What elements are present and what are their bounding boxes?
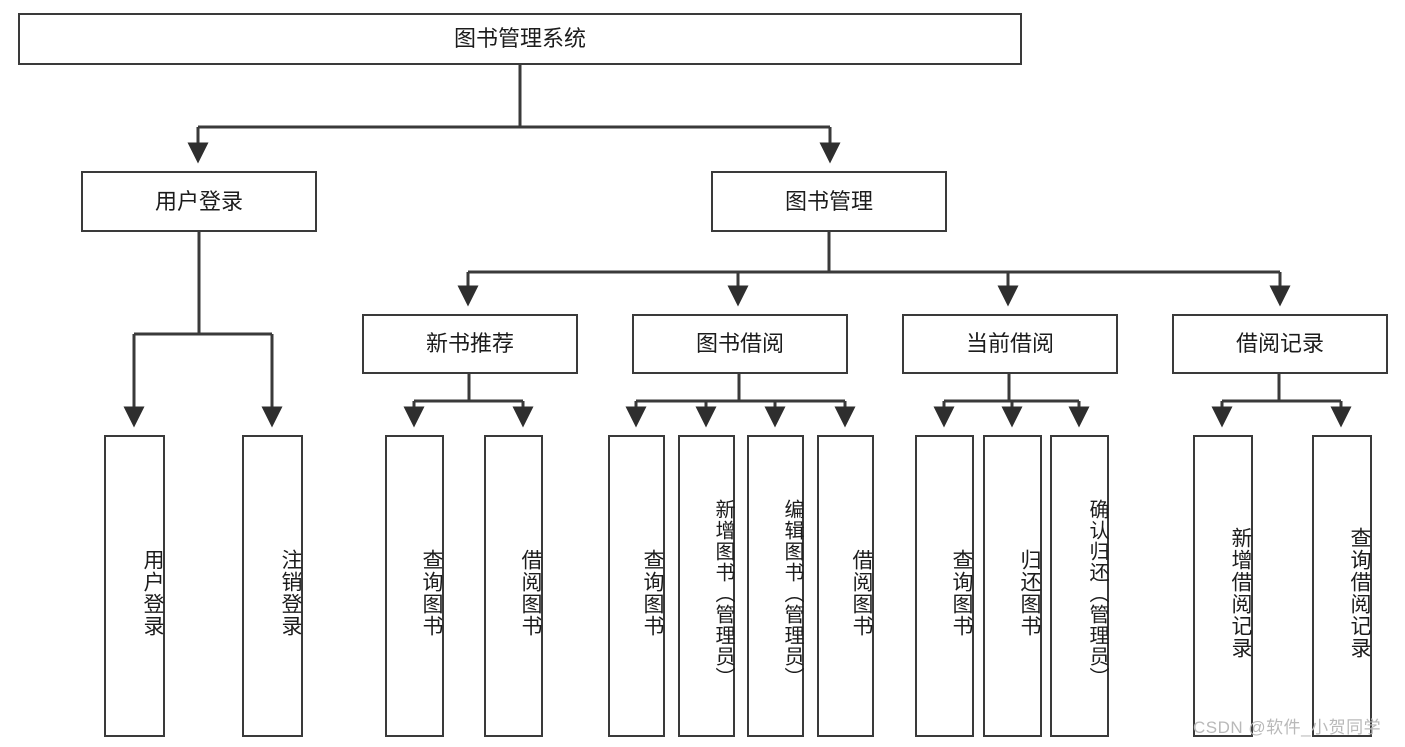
node-leaf-query-book-1[interactable]: 查询图书 <box>385 435 444 737</box>
node-leaf-query-record[interactable]: 查询借阅记录 <box>1312 435 1372 737</box>
node-book-management[interactable]: 图书管理 <box>711 171 947 232</box>
node-leaf-query-book-2[interactable]: 查询图书 <box>608 435 665 737</box>
node-leaf-return-book[interactable]: 归还图书 <box>983 435 1042 737</box>
node-leaf-edit-book[interactable]: 编辑图书（管理员） <box>747 435 804 737</box>
node-leaf-user-login[interactable]: 用户登录 <box>104 435 165 737</box>
node-leaf-borrow-book-1[interactable]: 借阅图书 <box>484 435 543 737</box>
node-leaf-add-record[interactable]: 新增借阅记录 <box>1193 435 1253 737</box>
node-user-login[interactable]: 用户登录 <box>81 171 317 232</box>
node-leaf-confirm-return[interactable]: 确认归还（管理员） <box>1050 435 1109 737</box>
node-borrow-record[interactable]: 借阅记录 <box>1172 314 1388 374</box>
node-book-borrow[interactable]: 图书借阅 <box>632 314 848 374</box>
csdn-watermark: CSDN @软件_小贺同学 <box>1193 718 1382 737</box>
node-leaf-borrow-book-2[interactable]: 借阅图书 <box>817 435 874 737</box>
node-new-book-recommend[interactable]: 新书推荐 <box>362 314 578 374</box>
node-root[interactable]: 图书管理系统 <box>18 13 1022 65</box>
node-leaf-add-book[interactable]: 新增图书（管理员） <box>678 435 735 737</box>
node-leaf-logout-login[interactable]: 注销登录 <box>242 435 303 737</box>
node-current-borrow[interactable]: 当前借阅 <box>902 314 1118 374</box>
node-leaf-query-book-3[interactable]: 查询图书 <box>915 435 974 737</box>
